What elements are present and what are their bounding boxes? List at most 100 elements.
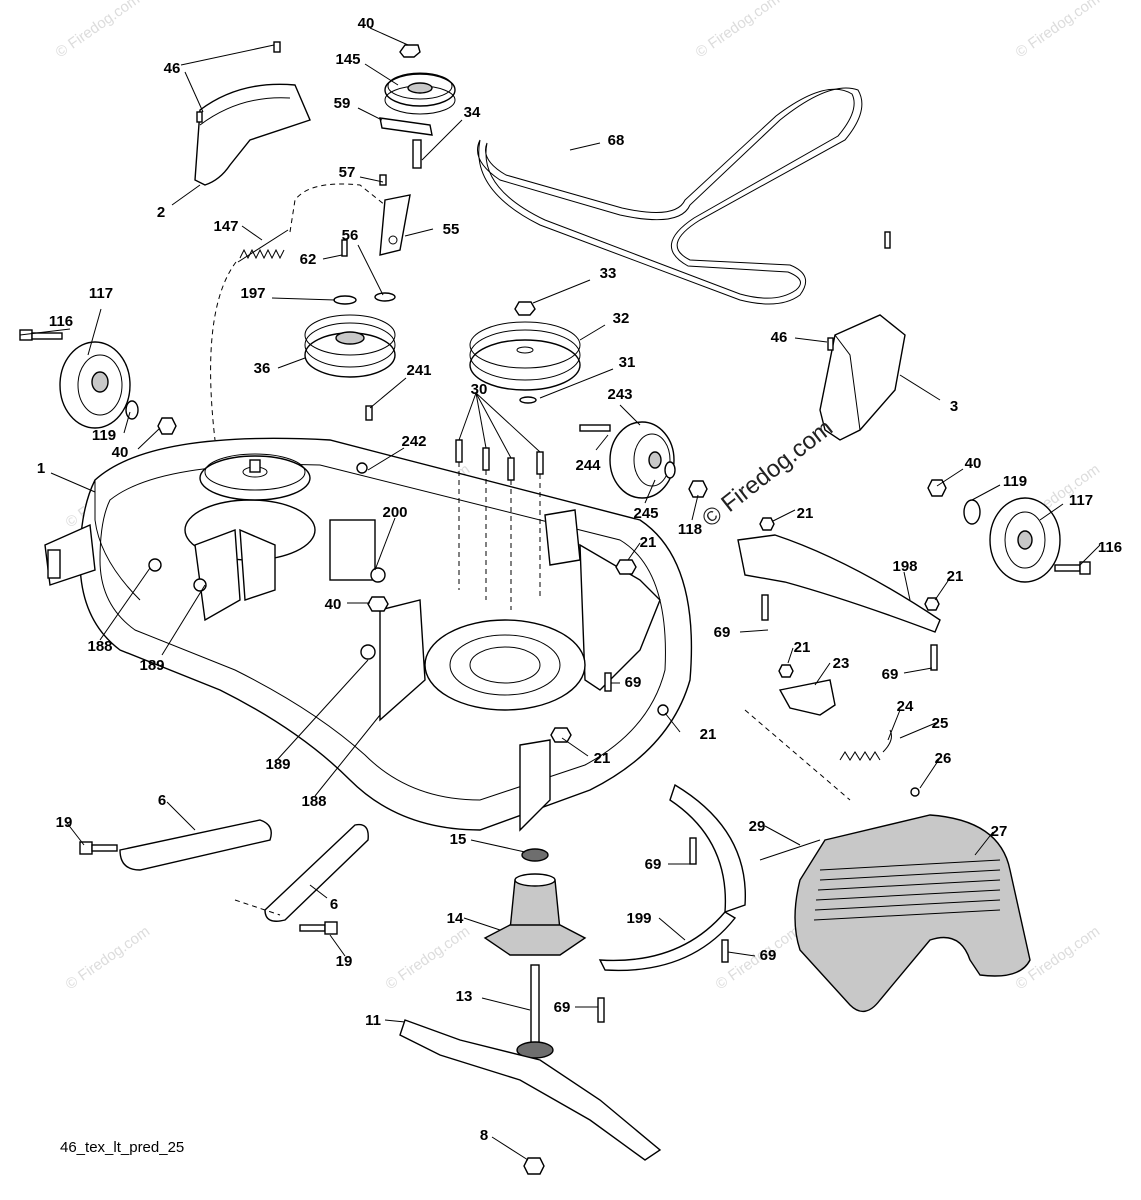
callout-145: 145 — [335, 51, 360, 68]
callout-188: 188 — [87, 638, 112, 655]
callout-29: 29 — [749, 818, 766, 835]
callout-119: 119 — [92, 427, 116, 444]
callout-189: 189 — [139, 657, 164, 674]
callout-197: 197 — [240, 285, 265, 302]
watermark: © Firedog.com — [53, 0, 144, 61]
callout-55: 55 — [443, 221, 460, 238]
callout-244: 244 — [575, 457, 601, 474]
callout-189: 189 — [265, 756, 290, 773]
callout-243: 243 — [607, 386, 632, 403]
callout-200: 200 — [382, 504, 407, 521]
callout-69: 69 — [645, 856, 662, 873]
callout-241: 241 — [406, 362, 431, 379]
callout-118: 118 — [678, 521, 702, 538]
callout-8: 8 — [480, 1127, 488, 1144]
callout-21: 21 — [700, 726, 717, 743]
callout-59: 59 — [334, 95, 351, 112]
curved-baffle-199 — [597, 783, 746, 1023]
callout-23: 23 — [833, 655, 850, 672]
callout-117: 117 — [89, 285, 113, 302]
strap-6-lower — [234, 823, 369, 935]
callout-6: 6 — [158, 792, 166, 809]
idler-pulley-36 — [304, 239, 396, 378]
callout-31: 31 — [619, 354, 636, 371]
watermark: © Firedog.com — [63, 923, 154, 993]
watermark-main: © Firedog.com — [697, 414, 838, 532]
callout-147: 147 — [213, 218, 238, 235]
callout-69: 69 — [625, 674, 642, 691]
callout-34: 34 — [464, 104, 481, 121]
callout-46: 46 — [771, 329, 788, 346]
callout-25: 25 — [932, 715, 949, 732]
spindle-assembly — [483, 848, 587, 1059]
watermark: © Firedog.com — [693, 0, 784, 61]
callout-40: 40 — [112, 444, 129, 461]
callout-2: 2 — [157, 204, 165, 221]
drive-belt — [477, 87, 863, 305]
callout-1: 1 — [37, 460, 45, 477]
callout-32: 32 — [613, 310, 630, 327]
wheel-243 — [579, 421, 708, 499]
belt-guard-3 — [819, 231, 906, 441]
callout-198: 198 — [892, 558, 917, 575]
deck-pulley — [199, 453, 311, 501]
blade-11 — [399, 1019, 662, 1175]
callout-68: 68 — [608, 132, 625, 149]
strap-6-upper — [79, 819, 272, 871]
callout-57: 57 — [339, 164, 356, 181]
callout-36: 36 — [254, 360, 271, 377]
idler-arm-55 — [379, 174, 411, 256]
callout-119: 119 — [1003, 473, 1027, 490]
callout-69: 69 — [760, 947, 777, 964]
bolts-30 — [455, 439, 544, 610]
discharge-chute-27 — [759, 814, 1031, 1013]
callout-21: 21 — [797, 505, 814, 522]
callout-3: 3 — [950, 398, 958, 415]
callout-242: 242 — [401, 433, 426, 450]
deck-pulley-32 — [469, 301, 581, 404]
callout-40: 40 — [965, 455, 982, 472]
wheel-left-117 — [19, 329, 177, 435]
bracket-23 — [744, 664, 920, 801]
callout-11: 11 — [365, 1012, 381, 1029]
callout-19: 19 — [56, 814, 73, 831]
callout-245: 245 — [633, 505, 658, 522]
callout-24: 24 — [897, 698, 914, 715]
idler-pulley-145 — [379, 44, 456, 169]
callout-30: 30 — [471, 381, 488, 398]
callout-56: 56 — [342, 227, 359, 244]
watermark: © Firedog.com — [1013, 0, 1104, 61]
callout-199: 199 — [626, 910, 651, 927]
callout-188: 188 — [301, 793, 326, 810]
callout-13: 13 — [456, 988, 473, 1005]
diagram-code-label: 46_tex_lt_pred_25 — [60, 1139, 184, 1156]
callout-26: 26 — [935, 750, 952, 767]
callout-116: 116 — [49, 313, 73, 330]
mower-deck-housing — [44, 437, 693, 832]
callout-21: 21 — [947, 568, 964, 585]
callout-69: 69 — [714, 624, 731, 641]
callout-62: 62 — [300, 251, 317, 268]
baffle-198 — [737, 517, 941, 671]
callout-46: 46 — [164, 60, 181, 77]
leader-lines — [19, 27, 1101, 1161]
callout-19: 19 — [336, 953, 353, 970]
spring-147 — [210, 183, 386, 441]
callout-21: 21 — [640, 534, 657, 551]
callout-116: 116 — [1098, 539, 1122, 556]
callout-21: 21 — [794, 639, 811, 656]
watermark: © Firedog.com — [383, 923, 474, 993]
misc-hardware — [148, 405, 669, 743]
belt-guard-2 — [194, 41, 311, 186]
callout-14: 14 — [447, 910, 464, 927]
callout-69: 69 — [554, 999, 571, 1016]
callout-6: 6 — [330, 896, 338, 913]
wheel-right-117 — [927, 479, 1091, 583]
callout-labels: 40 145 46 59 34 68 57 2 147 55 56 62 197… — [37, 15, 1122, 1144]
callout-21: 21 — [594, 750, 611, 767]
callout-40: 40 — [358, 15, 375, 32]
callout-69: 69 — [882, 666, 899, 683]
callout-27: 27 — [991, 823, 1008, 840]
callout-40: 40 — [325, 596, 342, 613]
